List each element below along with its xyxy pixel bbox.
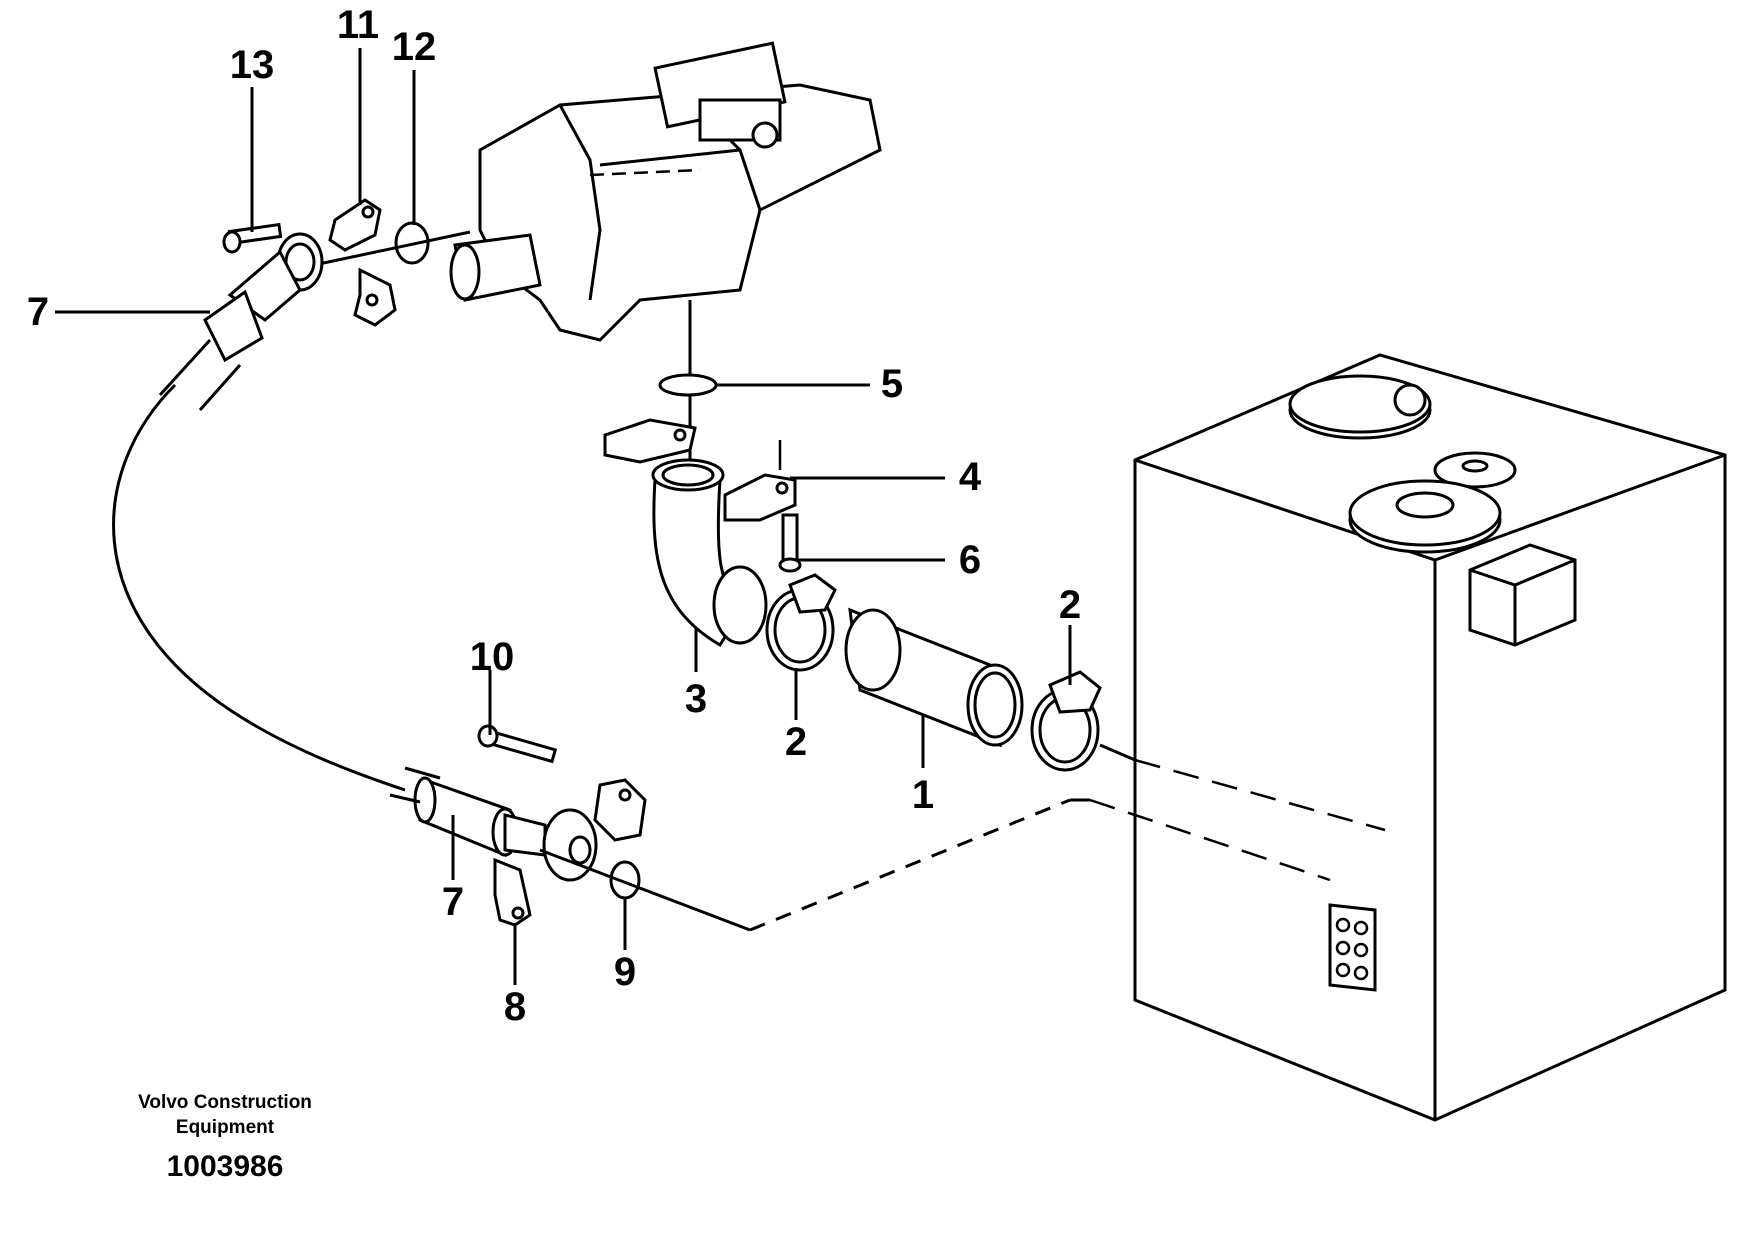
callout-1: 1 bbox=[912, 773, 934, 817]
callout-12: 12 bbox=[392, 25, 437, 69]
callout-11: 11 bbox=[337, 3, 379, 47]
suction-centerline bbox=[299, 230, 471, 270]
hose-wall-upper-b bbox=[198, 364, 242, 411]
flange-bolt-10 bbox=[477, 724, 558, 764]
callout-2-left: 2 bbox=[785, 720, 807, 764]
callout-5: 5 bbox=[881, 362, 903, 406]
hydraulic-tank bbox=[1133, 353, 1727, 1122]
hose-7-centerline bbox=[112, 383, 406, 792]
callout-2-right: 2 bbox=[1059, 583, 1081, 627]
hidden-return-line bbox=[1134, 758, 1386, 832]
flange-bolt-13 bbox=[222, 222, 283, 254]
split-flange-4-left bbox=[603, 418, 697, 464]
split-flange-4-right bbox=[723, 473, 797, 522]
callout-7-lower: 7 bbox=[442, 880, 464, 924]
o-ring-5 bbox=[658, 373, 718, 397]
hose-wall-upper-a bbox=[158, 338, 212, 397]
hose-wall-lower-b bbox=[389, 793, 421, 804]
hose-wall-lower-a bbox=[404, 766, 441, 780]
drawing-number: 1003986 bbox=[166, 1150, 284, 1183]
hose-clamp-2-right bbox=[1030, 670, 1102, 772]
callout-7-upper: 7 bbox=[27, 290, 49, 334]
flange-bolt-6 bbox=[778, 513, 802, 573]
publisher-name-line2: Equipment bbox=[175, 1117, 275, 1138]
callout-10: 10 bbox=[470, 635, 515, 679]
callout-13: 13 bbox=[230, 43, 275, 87]
callout-8: 8 bbox=[504, 985, 526, 1029]
callout-3: 3 bbox=[685, 677, 707, 721]
hose-fitting-7-lower bbox=[413, 776, 598, 882]
lower-suction-centerline bbox=[539, 848, 751, 932]
split-flange-half-11-lower bbox=[353, 267, 397, 327]
hose-clamp-2-left bbox=[765, 573, 837, 672]
split-flange-half-11-upper bbox=[328, 198, 382, 252]
elbow-pipe-3 bbox=[651, 458, 768, 648]
return-line-stub bbox=[1099, 743, 1136, 762]
split-flange-half-8 bbox=[493, 857, 532, 927]
publisher-name: Volvo Construction bbox=[138, 1092, 312, 1113]
suction-line-break bbox=[749, 798, 1071, 932]
callout-6: 6 bbox=[959, 538, 981, 582]
hidden-suction-line bbox=[1089, 798, 1331, 882]
callout-9: 9 bbox=[614, 950, 636, 994]
split-flange-half-lower-upper bbox=[593, 778, 647, 842]
hose-1 bbox=[844, 607, 1024, 748]
hose-fitting-7-upper bbox=[203, 232, 324, 363]
hydraulic-pump bbox=[449, 41, 882, 460]
callout-4: 4 bbox=[959, 455, 982, 499]
